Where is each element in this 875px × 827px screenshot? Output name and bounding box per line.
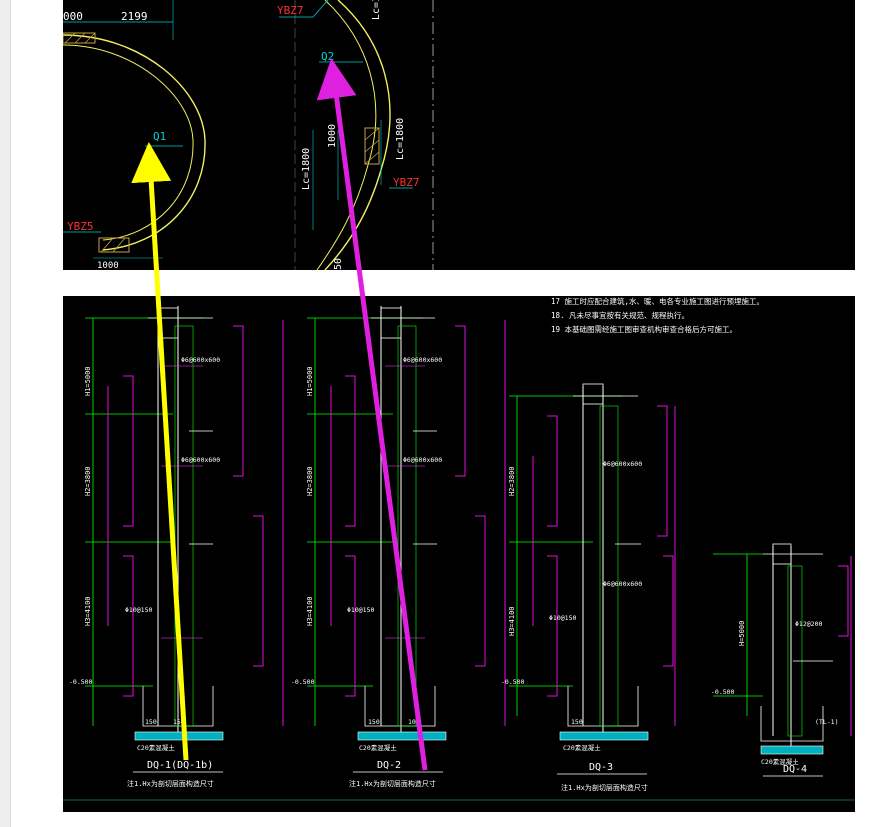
s3-elev: -0.500 — [501, 678, 525, 686]
note-17: 17 施工时应配合建筑,水、暖、电各专业施工图进行预埋施工。 — [551, 296, 764, 306]
note-19: 19 本基础图需经施工图审查机构审查合格后方可施工。 — [551, 324, 737, 334]
dim-bottom-rot: 50 — [333, 258, 344, 270]
s1-title: DQ-1(DQ-1b) — [147, 760, 213, 771]
s2-title: DQ-2 — [377, 760, 401, 771]
label-ybz7-right: YBZ7 — [393, 176, 420, 189]
label-q2: Q2 — [321, 50, 334, 63]
label-q1: Q1 — [153, 130, 166, 143]
s1-caption: 注1.Hx为剖切层面构造尺寸 — [127, 779, 214, 788]
note-18: 18. 凡未尽事宜按有关规范、规程执行。 — [551, 310, 689, 320]
s2-h2: H2=3800 — [306, 466, 314, 496]
s1-h1: H1=5000 — [84, 366, 92, 396]
s2-rebar-a2: Φ6@600x600 — [403, 456, 442, 464]
s4-title: DQ-4 — [783, 764, 807, 775]
arc-wall-inner-right — [316, 0, 377, 270]
s1-rebar-a: Φ6@600x600 — [181, 356, 220, 364]
section-dq-1: H1=5000 H2=3800 H3=4100 -0.500 Φ6@600x60… — [69, 306, 284, 788]
s2-h3: H3=4100 — [306, 596, 314, 626]
s3-caption: 注1.Hx为剖切层面构造尺寸 — [561, 783, 648, 792]
cad-section-view: 17 施工时应配合建筑,水、暖、电各专业施工图进行预埋施工。 18. 凡未尽事宜… — [63, 296, 855, 812]
s2-rebar-c: Φ10@150 — [347, 606, 374, 614]
s4-rebar-b: Φ12@200 — [795, 620, 822, 628]
s1-rebar-c: Φ10@150 — [125, 606, 152, 614]
s1-h2: H2=3800 — [84, 466, 92, 496]
s3-title: DQ-3 — [589, 762, 613, 773]
s2-block: C20素混凝土 — [359, 743, 397, 752]
s2-h1: H1=5000 — [306, 366, 314, 396]
s2-w150: 150 — [368, 718, 380, 726]
section-dq-2: H1=5000 H2=3800 H3=4100 -0.500 Φ6@600x60… — [291, 306, 506, 788]
s1-block: C20素混凝土 — [137, 743, 175, 752]
label-ybz5: YBZ5 — [67, 220, 94, 233]
section-dq-3: H2=3800 H3=4100 -0.500 Φ6@600x600 Φ6@600… — [501, 383, 676, 792]
cad-plan-view: 000 2199 Q1 Q2 YBZ5 YBZ7 YBZ7 1000 1000 … — [63, 0, 855, 270]
s4-h: H=5000 — [738, 621, 746, 646]
hatch-ybz-top-left — [63, 32, 96, 44]
s1-w150: 150 — [145, 718, 157, 726]
arc-wall-inner-left — [63, 44, 194, 241]
s4-tl: (TL-1) — [815, 718, 838, 726]
dim-1000-rot: 1000 — [327, 124, 338, 148]
dim-bottom-partial: 1000 — [97, 261, 119, 270]
s3-rebar-a2: Φ6@600x600 — [603, 580, 642, 588]
cad-section-svg: 17 施工时应配合建筑,水、暖、电各专业施工图进行预埋施工。 18. 凡未尽事宜… — [63, 296, 855, 801]
arc-wall-outer-left — [63, 34, 206, 251]
s3-rebar-a: Φ6@600x600 — [603, 460, 642, 468]
dim-left: 2199 — [121, 10, 148, 23]
hatch-ybz5 — [98, 237, 130, 253]
dim-lc-top-rot: Lc=18 — [371, 0, 382, 20]
s3-h2: H2=3800 — [508, 466, 516, 496]
s1-rebar-a2: Φ6@600x600 — [181, 456, 220, 464]
dim-lc-right-rot: Lc=1800 — [395, 118, 406, 160]
cad-plan-svg: 000 2199 Q1 Q2 YBZ5 YBZ7 YBZ7 1000 1000 … — [63, 0, 434, 270]
dim-lc-left-rot: Lc=1800 — [301, 148, 312, 190]
s3-h3: H3=4100 — [508, 606, 516, 636]
label-ybz7-top: YBZ7 — [277, 4, 304, 17]
s2-w100: 100 — [408, 718, 420, 726]
s2-elev: -0.500 — [291, 678, 315, 686]
s3-block: C20素混凝土 — [563, 743, 601, 752]
s2-rebar-a: Φ6@600x600 — [403, 356, 442, 364]
s3-w150: 150 — [571, 718, 583, 726]
s3-rebar-c: Φ10@150 — [549, 614, 576, 622]
s2-caption: 注1.Hx为剖切层面构造尺寸 — [349, 779, 436, 788]
s1-elev: -0.500 — [69, 678, 93, 686]
s1-w150b: 150 — [173, 718, 185, 726]
s4-elev: -0.500 — [711, 688, 735, 696]
section-dq-4: H=5000 -0.500 Φ12@200 (TL-1) C20素混凝土 DQ-… — [711, 543, 852, 777]
left-margin-rail — [0, 0, 11, 827]
dim-left-partial: 000 — [63, 10, 83, 23]
s4-block: C20素混凝土 — [761, 757, 799, 766]
s1-h3: H3=4100 — [84, 596, 92, 626]
